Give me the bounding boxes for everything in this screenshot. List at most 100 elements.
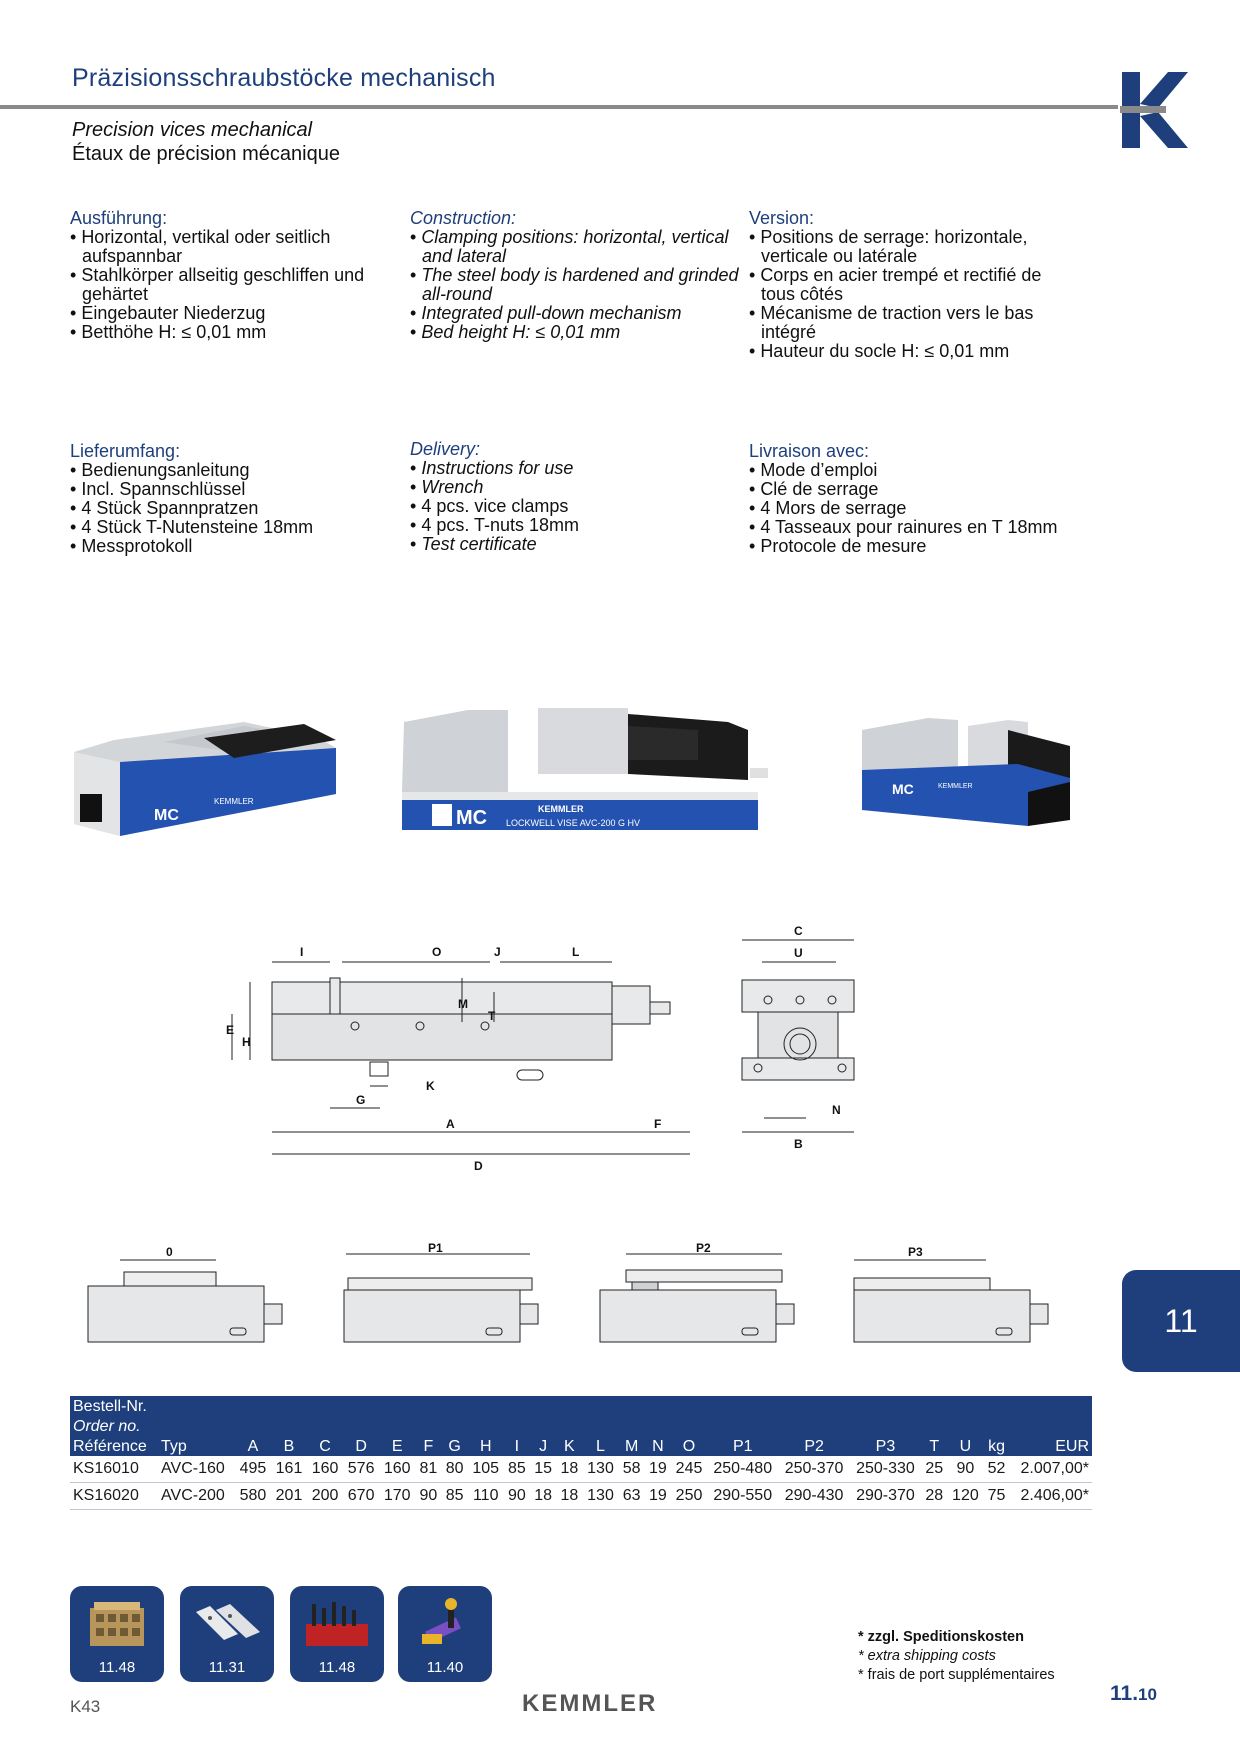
table-cell: 75 [983, 1482, 1010, 1510]
col-header: M [624, 1438, 639, 1455]
accessory-tile-clamping-kit[interactable]: 11.48 [290, 1586, 384, 1682]
table-cell: 110 [467, 1482, 504, 1510]
svg-text:N: N [832, 1103, 841, 1117]
svg-text:K: K [426, 1079, 435, 1093]
front-view-drawing: C U N B [741, 924, 855, 1151]
photo-label-mc: MC [456, 807, 487, 829]
table-cell: 90 [947, 1456, 984, 1483]
svg-text:P1: P1 [428, 1241, 443, 1255]
table-cell: 18 [556, 1456, 583, 1483]
list-item: 4 Stück Spannpratzen [70, 499, 400, 518]
table-cell: 290-550 [707, 1482, 779, 1510]
svg-text:O: O [432, 945, 441, 959]
header-rule [0, 105, 1118, 109]
accessory-label: 11.48 [98, 1659, 136, 1676]
vice-photo-center: MC KEMMLER LOCKWELL VISE AVC-200 G HV [402, 708, 768, 830]
vice-photo-right: MC KEMMLER [862, 718, 1070, 826]
page-title: Präzisionsschraubstöcke mechanisch [72, 64, 496, 92]
table-cell: 85 [503, 1456, 530, 1483]
photo-label-brand: KEMMLER [938, 783, 973, 790]
table-cell: 80 [441, 1456, 468, 1483]
svg-text:M: M [458, 997, 468, 1011]
construction-de: Ausführung: Horizontal, vertikal oder se… [70, 209, 400, 342]
col-header: I [514, 1438, 520, 1455]
list-item: Corps en acier trempé et rectifié de tou… [749, 266, 1079, 304]
page-subtitle-fr: Étaux de précision mécanique [72, 143, 340, 165]
svg-text:H: H [242, 1035, 251, 1049]
list-item: Bedienungsanleitung [70, 461, 400, 480]
svg-text:0: 0 [166, 1245, 173, 1259]
table-cell: 63 [618, 1482, 645, 1510]
col-header: N [652, 1438, 664, 1455]
col-header: Typ [161, 1438, 187, 1455]
jaw-position-p3: P3 [853, 1245, 1049, 1343]
svg-text:U: U [794, 946, 803, 960]
list-item: 4 Tasseaux pour rainures en T 18mm [749, 518, 1079, 537]
list-item: Positions de serrage: horizontale, verti… [749, 228, 1079, 266]
svg-text:J: J [494, 945, 501, 959]
accessory-tile-jaws[interactable]: 11.31 [180, 1586, 274, 1682]
list-item: The steel body is hardened and grinded a… [410, 266, 740, 304]
footnote-fr: * frais de port supplémentaires [858, 1667, 1055, 1683]
table-cell: 576 [343, 1456, 380, 1483]
col-header: G [448, 1438, 461, 1455]
page-number: 11.10 [1110, 1682, 1157, 1706]
list-item: Mécanisme de traction vers le bas intégr… [749, 304, 1079, 342]
col-header: E [391, 1438, 403, 1455]
table-cell: 170 [379, 1482, 416, 1510]
svg-text:G: G [356, 1093, 365, 1107]
vice-photo-left: MC KEMMLER [74, 722, 336, 836]
construction-de-heading: Ausführung: [70, 208, 168, 228]
list-item: Bed height H: ≤ 0,01 mm [410, 323, 740, 342]
col-header: kg [988, 1438, 1005, 1455]
wrench-icon [422, 1598, 461, 1644]
page-number-main: 11. [1110, 1682, 1139, 1705]
jaw-position-p1: P1 [343, 1241, 539, 1343]
table-cell: 90 [415, 1482, 442, 1510]
table-cell: 58 [618, 1456, 645, 1483]
table-cell: 290-430 [778, 1482, 850, 1510]
page-number-sub: 10 [1138, 1685, 1157, 1704]
table-cell: 580 [234, 1482, 271, 1510]
svg-text:C: C [794, 924, 803, 938]
table-cell: 81 [415, 1456, 442, 1483]
tnut-box-icon [90, 1602, 144, 1646]
list-item: Wrench [410, 478, 740, 497]
table-row: KS16020 AVC-200 580 201 200 670 170 90 8… [70, 1482, 1092, 1510]
col-header: U [959, 1438, 972, 1455]
footnote-de: * zzgl. Speditionskosten [858, 1629, 1024, 1645]
col-header: K [564, 1438, 575, 1455]
list-item: Protocole de mesure [749, 537, 1079, 556]
table-cell: 670 [343, 1482, 380, 1510]
col-header: T [929, 1438, 940, 1455]
delivery-de: Lieferumfang: Bedienungsanleitung Incl. … [70, 442, 400, 556]
table-cell: 2.406,00* [1009, 1482, 1092, 1510]
accessory-label: 11.48 [318, 1659, 356, 1676]
accessory-tile-wrench[interactable]: 11.40 [398, 1586, 492, 1682]
svg-text:L: L [572, 945, 579, 959]
table-head-en: Order no. [73, 1418, 141, 1435]
catalog-code: K43 [70, 1697, 101, 1716]
col-header: D [355, 1438, 367, 1455]
construction-en-heading: Construction: [410, 208, 517, 228]
col-header: P1 [732, 1438, 753, 1455]
svg-text:E: E [226, 1023, 234, 1037]
table-cell: 130 [582, 1456, 619, 1483]
table-cell: 105 [467, 1456, 504, 1483]
delivery-fr: Livraison avec: Mode d’emploi Clé de ser… [749, 442, 1079, 556]
delivery-fr-heading: Livraison avec: [749, 441, 870, 461]
list-item: 4 pcs. T-nuts 18mm [410, 516, 740, 535]
table-cell: 160 [307, 1456, 344, 1483]
construction-en: Construction: Clamping positions: horizo… [410, 209, 740, 342]
list-item: Betthöhe H: ≤ 0,01 mm [70, 323, 400, 342]
col-header: L [596, 1438, 605, 1455]
jaws-icon [196, 1604, 260, 1640]
table-cell: AVC-200 [158, 1482, 235, 1510]
photo-label-brand: KEMMLER [538, 804, 584, 814]
table-cell: 290-370 [849, 1482, 922, 1510]
photo-label-model: LOCKWELL VISE AVC-200 G HV [506, 818, 640, 828]
svg-text:F: F [654, 1117, 661, 1131]
table-cell: 52 [983, 1456, 1010, 1483]
side-view-drawing: I O J L M T E H G K A F D [226, 945, 690, 1173]
accessory-tile-tnut-box[interactable]: 11.48 [70, 1586, 164, 1682]
